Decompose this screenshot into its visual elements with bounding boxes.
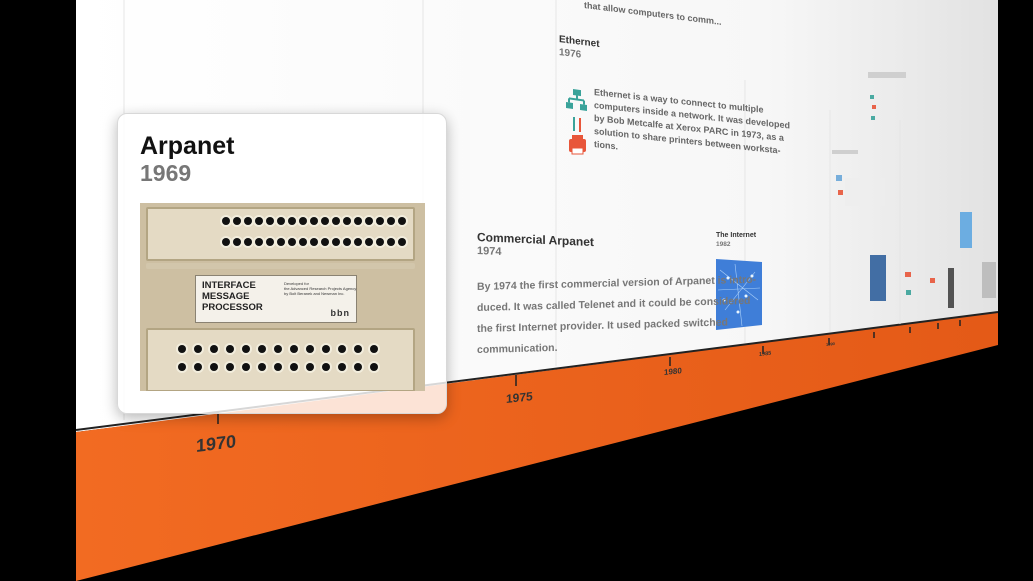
imp-switch: [290, 363, 298, 371]
bbn-logo: bbn: [330, 308, 350, 318]
imp-switch: [277, 217, 285, 225]
imp-switch: [332, 238, 340, 246]
imp-switch: [178, 345, 186, 353]
plate-text: INTERFACE MESSAGE PROCESSOR: [202, 280, 263, 313]
featured-event-card[interactable]: Arpanet 1969 INTERFACE MESSAGE PROCESSOR…: [117, 113, 447, 414]
imp-switch: [222, 238, 230, 246]
imp-nameplate: INTERFACE MESSAGE PROCESSOR Developed fo…: [195, 275, 357, 323]
imp-switch: [274, 363, 282, 371]
imp-switch: [258, 345, 266, 353]
imp-photo: INTERFACE MESSAGE PROCESSOR Developed fo…: [140, 203, 425, 391]
network-icon: [566, 88, 587, 111]
featured-year: 1969: [140, 160, 192, 186]
distant-events: [832, 72, 996, 308]
event-title-internet[interactable]: The Internet: [716, 232, 757, 239]
internet-network-image: [716, 259, 762, 330]
imp-switch: [354, 345, 362, 353]
imp-switch: [338, 345, 346, 353]
imp-switch: [266, 238, 274, 246]
axis-tick-1975: 1975: [506, 389, 533, 406]
event-year-commercial-arpanet: 1974: [477, 245, 502, 259]
imp-switch: [310, 238, 318, 246]
imp-switch: [178, 363, 186, 371]
event-year-internet: 1982: [716, 241, 731, 248]
imp-switch: [226, 363, 234, 371]
imp-switch: [332, 217, 340, 225]
imp-switch: [255, 217, 263, 225]
imp-switch: [226, 345, 234, 353]
imp-switch: [233, 217, 241, 225]
imp-switch: [210, 363, 218, 371]
imp-switch: [322, 363, 330, 371]
imp-switch: [322, 345, 330, 353]
imp-switch: [387, 217, 395, 225]
imp-switch: [266, 217, 274, 225]
imp-switch: [288, 217, 296, 225]
imp-switch: [194, 345, 202, 353]
imp-switch: [338, 363, 346, 371]
imp-switch: [306, 345, 314, 353]
imp-switch: [321, 217, 329, 225]
imp-switch: [306, 363, 314, 371]
imp-switch: [370, 345, 378, 353]
imp-switch: [387, 238, 395, 246]
imp-switch: [299, 217, 307, 225]
imp-switch: [274, 345, 282, 353]
imp-switch: [398, 217, 406, 225]
imp-switch: [343, 217, 351, 225]
imp-switch: [365, 238, 373, 246]
imp-switch: [354, 217, 362, 225]
plate-small-text: Developed for the Advanced Research Proj…: [284, 281, 357, 296]
event-text-commercial-arpanet: By 1974 the first commercial version of …: [477, 273, 757, 356]
axis-tick-1985: 1985: [759, 350, 772, 358]
imp-switch: [255, 238, 263, 246]
imp-switch: [242, 345, 250, 353]
imp-switch: [244, 217, 252, 225]
imp-switch: [376, 217, 384, 225]
axis-tick-1990: 1990: [826, 341, 835, 347]
imp-top-panel: [146, 207, 415, 261]
timeline-axis-band: [76, 312, 998, 581]
imp-switch: [343, 238, 351, 246]
axis-tick-1980: 1980: [664, 366, 682, 377]
imp-switch: [299, 238, 307, 246]
imp-bottom-panel: [146, 328, 415, 391]
imp-switch: [290, 345, 298, 353]
imp-switch: [398, 238, 406, 246]
imp-switch: [321, 238, 329, 246]
imp-switch: [242, 363, 250, 371]
imp-switch: [354, 363, 362, 371]
imp-switch: [222, 217, 230, 225]
imp-switch: [365, 217, 373, 225]
imp-switch: [277, 238, 285, 246]
imp-switch: [233, 238, 241, 246]
imp-switch: [376, 238, 384, 246]
featured-title: Arpanet: [140, 132, 235, 160]
imp-switch: [210, 345, 218, 353]
imp-switch: [194, 363, 202, 371]
printer-icon: [569, 135, 586, 155]
imp-switch: [288, 238, 296, 246]
exchange-arrows-icon: [573, 117, 581, 132]
imp-switch: [258, 363, 266, 371]
imp-switch: [354, 238, 362, 246]
imp-switch: [244, 238, 252, 246]
imp-switch: [310, 217, 318, 225]
imp-switch: [370, 363, 378, 371]
